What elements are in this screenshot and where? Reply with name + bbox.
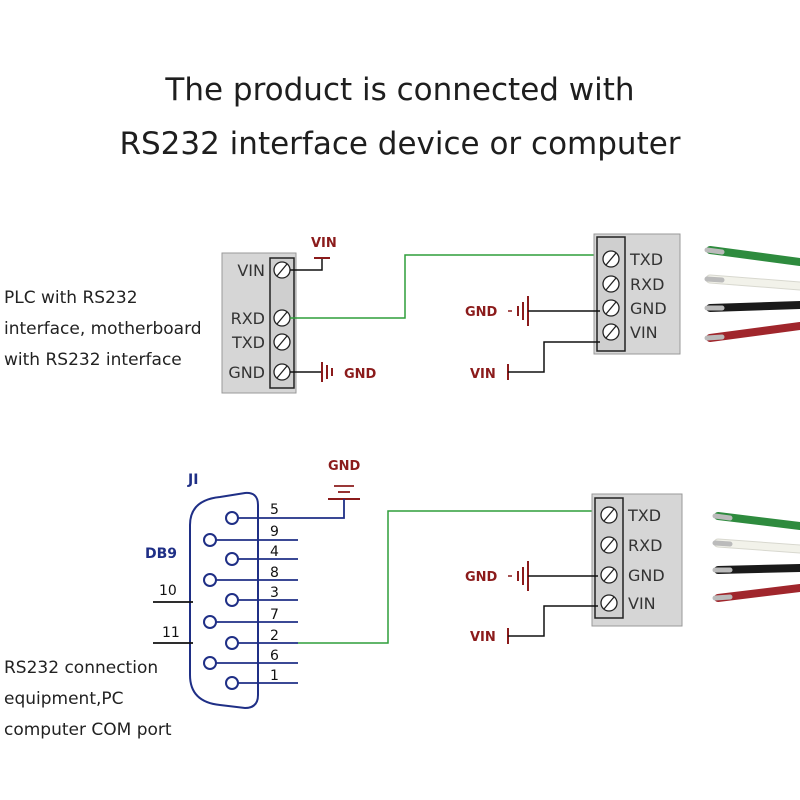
module-ground-symbol: GND: [465, 296, 600, 326]
module-pin-gnd: GND: [630, 299, 667, 318]
db9-connector-shell: [189, 491, 259, 710]
top-device-description: PLC with RS232 interface, motherboard wi…: [4, 283, 202, 376]
pin-label-rxd: RXD: [231, 309, 265, 328]
pin-hole-icon: [203, 573, 217, 587]
module-pin-txd: TXD: [629, 250, 663, 269]
top-description-line: PLC with RS232: [4, 288, 138, 308]
screw-icon: [273, 333, 291, 351]
screw-icon: [602, 275, 620, 293]
db9-txd-wire: [298, 510, 596, 644]
pin-number: 10: [159, 583, 177, 599]
module-vin-label: VIN: [470, 367, 496, 382]
bottom-description-line: equipment,PC: [4, 689, 124, 709]
module-pin-vin: VIN: [628, 594, 656, 613]
screw-icon: [602, 250, 620, 268]
db9-pins: [153, 511, 298, 690]
screw-icon: [273, 363, 291, 381]
ground-symbol: GND: [290, 362, 377, 382]
pin-label-txd: TXD: [231, 333, 265, 352]
screw-icon: [602, 299, 620, 317]
top-description-line: with RS232 interface: [4, 350, 182, 370]
module-pin-vin: VIN: [630, 323, 658, 342]
connector-type-label: DB9: [145, 546, 177, 562]
pin-number: 5: [270, 502, 279, 518]
screw-icon: [273, 309, 291, 327]
pin-hole-icon: [203, 533, 217, 547]
module-ground-symbol: GND: [465, 561, 598, 591]
connector-ref-label: JI: [187, 472, 198, 488]
pin-label-gnd: GND: [228, 363, 265, 382]
pin-hole-icon: [203, 656, 217, 670]
pin-number: 9: [270, 524, 279, 540]
pin-number: 6: [270, 648, 279, 664]
screw-icon: [600, 506, 618, 524]
vin-label: VIN: [311, 236, 337, 251]
pin-hole-icon: [225, 636, 239, 650]
pin-number: 7: [270, 607, 279, 623]
module-pin-rxd: RXD: [628, 536, 662, 555]
bottom-cable-bundle: [712, 512, 800, 602]
screw-icon: [600, 594, 618, 612]
db9-pin-numbers: 5 9 4 8 3 7 2 6 1 10 11: [159, 502, 279, 684]
bottom-description-line: computer COM port: [4, 720, 172, 740]
pin-hole-icon: [203, 615, 217, 629]
pin-number: 2: [270, 628, 279, 644]
screw-icon: [602, 323, 620, 341]
pin-hole-icon: [225, 593, 239, 607]
pin-number: 4: [270, 544, 279, 560]
rxd-txd-wire: [290, 254, 596, 319]
pin-hole-icon: [225, 676, 239, 690]
module-vin-label: VIN: [470, 630, 496, 645]
module-vin-symbol: VIN: [470, 605, 598, 645]
bottom-device-description: RS232 connection equipment,PC computer C…: [4, 653, 172, 746]
pin-number: 1: [270, 668, 279, 684]
top-module-terminal-block: TXD RXD GND VIN: [593, 233, 681, 355]
db9-ground-symbol: GND: [298, 459, 361, 519]
bottom-module-terminal-block: TXD RXD GND VIN: [591, 493, 683, 627]
vin-power-symbol: VIN: [290, 236, 337, 271]
db9-gnd-label: GND: [328, 459, 361, 474]
top-plc-terminal-block: VIN RXD TXD GND: [221, 252, 297, 394]
module-gnd-label: GND: [465, 305, 498, 320]
screw-icon: [273, 261, 291, 279]
screw-icon: [600, 536, 618, 554]
pin-hole-icon: [225, 511, 239, 525]
pin-number: 8: [270, 565, 279, 581]
module-gnd-label: GND: [465, 570, 498, 585]
gnd-label: GND: [344, 367, 377, 382]
module-pin-rxd: RXD: [630, 275, 664, 294]
top-description-line: interface, motherboard: [4, 319, 202, 339]
module-pin-gnd: GND: [628, 566, 665, 585]
title-line-2: RS232 interface device or computer: [119, 126, 681, 162]
title-line-1: The product is connected with: [165, 72, 635, 108]
screw-icon: [600, 566, 618, 584]
pin-label-vin: VIN: [237, 261, 265, 280]
pin-number: 3: [270, 585, 279, 601]
bottom-description-line: RS232 connection: [4, 658, 159, 678]
pin-number: 11: [162, 625, 180, 641]
module-vin-symbol: VIN: [470, 341, 600, 382]
top-cable-bundle: [704, 246, 800, 342]
module-pin-txd: TXD: [627, 506, 661, 525]
pin-hole-icon: [225, 552, 239, 566]
